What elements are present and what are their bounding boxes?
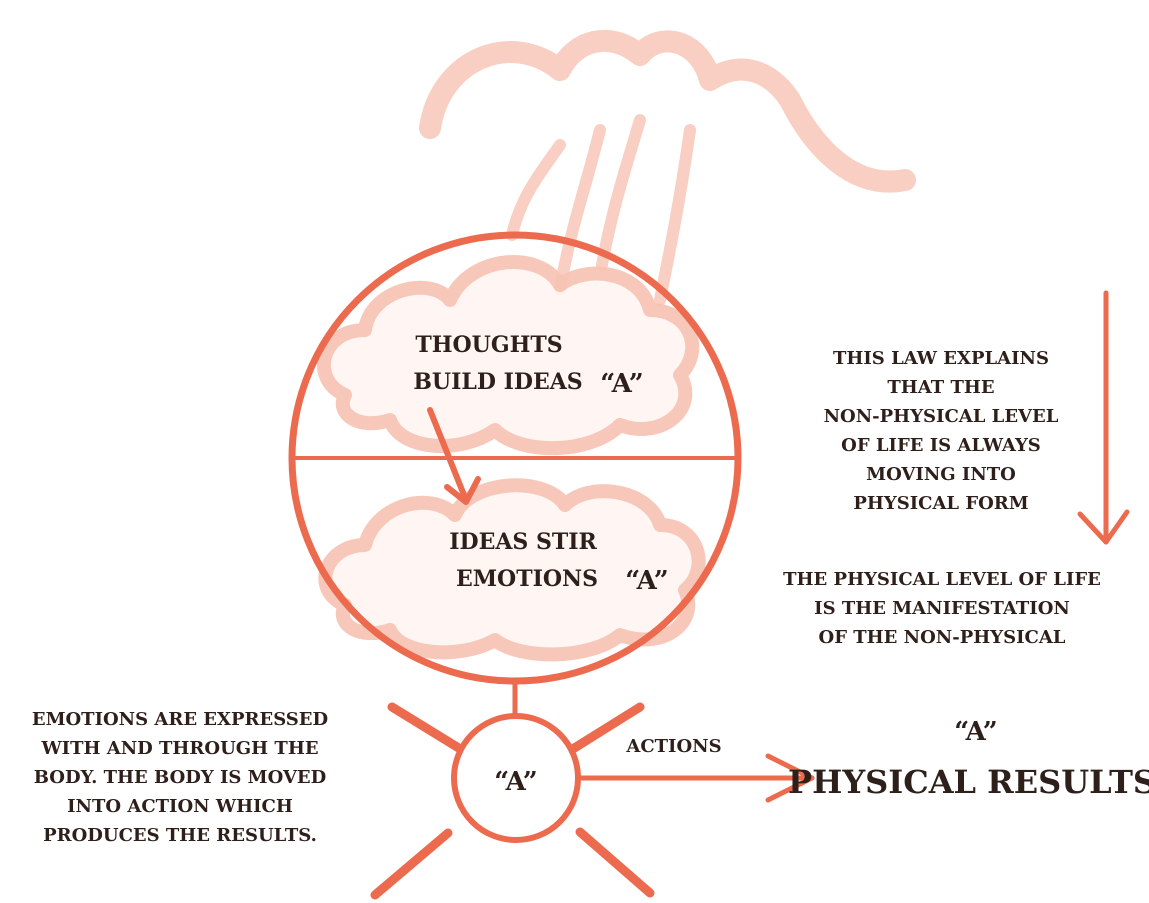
physical-results-label: PHYSICAL RESULTS: [788, 763, 1149, 801]
physical-level-line: IS THE MANIFESTATION: [814, 598, 1070, 619]
body-explanation-line: INTO ACTION WHICH: [67, 796, 293, 817]
law-explanation-line: THAT THE: [887, 377, 994, 398]
emotion-marker: “A”: [625, 566, 668, 596]
law-explanation: THIS LAW EXPLAINS THAT THE NON-PHYSICAL …: [824, 348, 1059, 514]
emotions-label: EMOTIONS: [456, 566, 598, 592]
thought-to-emotion-arrow: [427, 407, 481, 505]
thought-cloud-icon: [316, 255, 700, 456]
body-explanation-line: PRODUCES THE RESULTS.: [43, 825, 317, 846]
physical-level-text: THE PHYSICAL LEVEL OF LIFE IS THE MANIFE…: [783, 569, 1101, 648]
sky-cloud-icon: [419, 29, 916, 306]
down-arrow: [1077, 290, 1130, 545]
body-explanation-line: BODY. THE BODY IS MOVED: [34, 767, 327, 788]
body-circle: “A”: [370, 702, 655, 900]
law-explanation-line: PHYSICAL FORM: [853, 493, 1028, 514]
thoughts-label: THOUGHTS: [415, 332, 562, 358]
ideas-stir-label: IDEAS STIR: [449, 529, 597, 555]
law-explanation-line: THIS LAW EXPLAINS: [833, 348, 1049, 369]
law-explanation-line: NON-PHYSICAL LEVEL: [824, 406, 1059, 427]
physical-level-line: OF THE NON-PHYSICAL: [819, 627, 1066, 648]
law-explanation-line: OF LIFE IS ALWAYS: [841, 435, 1041, 456]
actions-label: ACTIONS: [625, 736, 721, 757]
physical-level-line: THE PHYSICAL LEVEL OF LIFE: [783, 569, 1101, 590]
build-ideas-label: BUILD IDEAS: [413, 369, 582, 395]
mind-circle: THOUGHTS BUILD IDEAS “A” IDEAS STIR EMOT…: [288, 231, 742, 685]
thought-marker: “A”: [600, 369, 643, 399]
body-explanation: EMOTIONS ARE EXPRESSED WITH AND THROUGH …: [32, 709, 328, 846]
actions-arrow: [575, 753, 815, 803]
emotion-cloud-icon: [318, 478, 706, 662]
body-explanation-line: WITH AND THROUGH THE: [40, 738, 318, 759]
result-marker: “A”: [954, 717, 997, 747]
body-marker: “A”: [494, 767, 537, 797]
law-explanation-line: MOVING INTO: [866, 464, 1016, 485]
body-explanation-line: EMOTIONS ARE EXPRESSED: [32, 709, 328, 730]
